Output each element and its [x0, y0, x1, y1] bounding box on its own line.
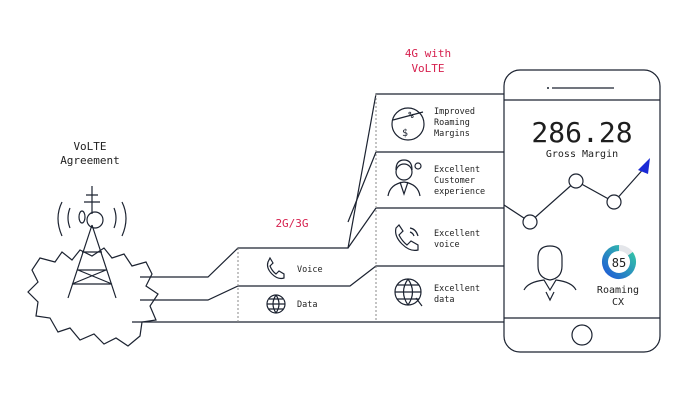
data-globe-icon-4g: [394, 278, 423, 307]
trend-line: [503, 158, 650, 230]
data-globe-icon: [266, 294, 286, 314]
smartphone: [503, 69, 661, 353]
stage-4g-title-line1: 4G with: [405, 47, 451, 60]
svg-text:$: $: [402, 128, 408, 139]
roaming-cx-gauge: 85: [602, 245, 636, 279]
customer-line3: experience: [434, 187, 485, 197]
stage-2g3g-title: 2G/3G: [275, 217, 308, 230]
user-avatar-icon: [523, 245, 577, 302]
customer-line2: Customer: [434, 176, 475, 186]
trend-point: [522, 214, 538, 230]
gauge-arc: [602, 245, 636, 279]
improved-line2: Roaming: [434, 118, 470, 128]
gauge-value: 85: [612, 256, 626, 270]
improved-line3: Margins: [434, 129, 470, 139]
agreement-title-line1: VoLTE: [73, 140, 106, 153]
home-button[interactable]: [571, 324, 593, 346]
percent-dollar-icon: % $: [391, 107, 425, 141]
trend-point: [568, 173, 584, 189]
improved-line1: Improved: [434, 107, 475, 117]
voice-phone-icon-4g: [395, 224, 419, 251]
arrow-head-icon: [638, 158, 650, 174]
headset-agent-icon: [387, 159, 422, 197]
excellent-voice-line2: voice: [434, 240, 460, 250]
excellent-voice-line1: Excellent: [434, 229, 480, 239]
customer-line1: Excellent: [434, 165, 480, 175]
gear-tower-icon: [27, 186, 159, 347]
gauge-label-line2: CX: [612, 297, 624, 308]
flow-lines: [132, 93, 504, 323]
data-label: Data: [297, 300, 317, 310]
excellent-data-line1: Excellent: [434, 284, 480, 294]
stage-4g-title-line2: VoLTE: [411, 62, 444, 75]
agreement-title-line2: Agreement: [60, 154, 120, 167]
trend-point: [606, 194, 622, 210]
metric-label: Gross Margin: [546, 149, 618, 160]
voice-phone-icon: [266, 256, 285, 280]
voice-label: Voice: [297, 265, 323, 275]
metric-value: 286.28: [531, 116, 632, 149]
gauge-label-line1: Roaming: [597, 285, 639, 296]
svg-text:%: %: [408, 111, 414, 121]
excellent-data-line2: data: [434, 295, 454, 305]
